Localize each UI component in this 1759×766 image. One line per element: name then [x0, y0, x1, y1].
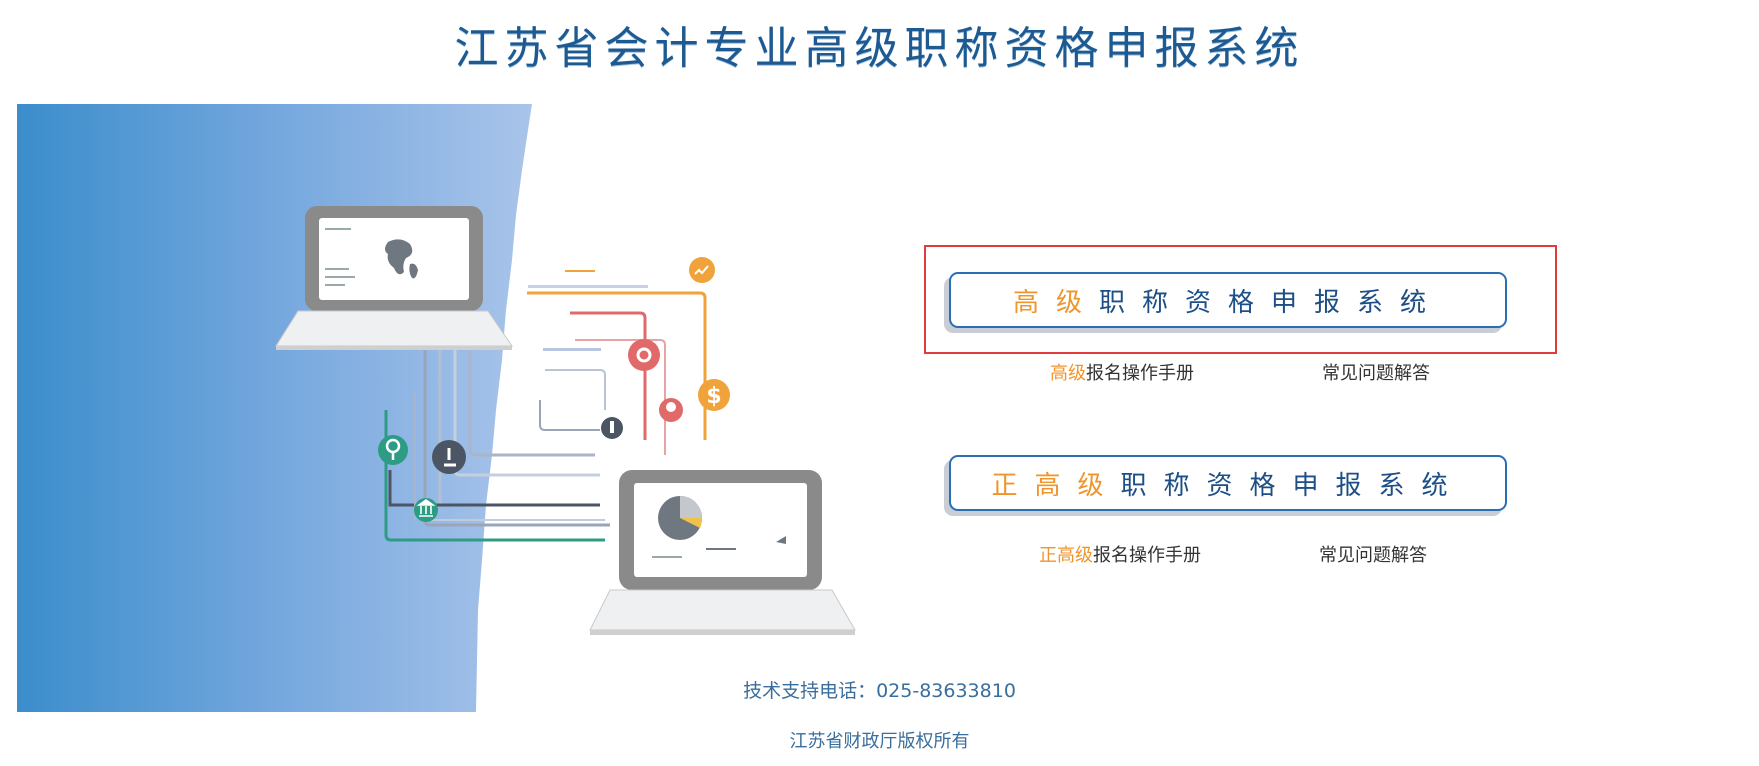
chart-icon — [689, 257, 715, 283]
senior-manual-prefix: 高级 — [1050, 363, 1086, 384]
dollar-icon: $ — [698, 379, 730, 411]
search-icon — [378, 435, 408, 465]
senior-button-suffix: 职称资格申报系统 — [1099, 287, 1444, 318]
senior-button-prefix: 高级 — [1012, 287, 1099, 318]
senior-manual-link[interactable]: 高级报名操作手册 — [1050, 359, 1194, 385]
gear-icon — [628, 339, 660, 371]
svg-text:$: $ — [706, 384, 721, 409]
full-senior-system-button[interactable]: 正高级职称资格申报系统 — [949, 455, 1507, 511]
laptop-bottom — [589, 470, 856, 635]
lightbulb-icon — [659, 398, 683, 422]
full-senior-button-suffix: 职称资格申报系统 — [1120, 470, 1465, 501]
page-title: 江苏省会计专业高级职称资格申报系统 — [454, 23, 1305, 74]
full-senior-faq-link[interactable]: 常见问题解答 — [1319, 545, 1427, 566]
copyright: 江苏省财政厅版权所有 — [789, 731, 970, 752]
laptop-top — [275, 206, 513, 350]
bank-icon — [414, 498, 438, 522]
senior-system-button[interactable]: 高级职称资格申报系统 — [949, 272, 1507, 328]
full-senior-manual-suffix: 报名操作手册 — [1093, 545, 1201, 566]
full-senior-button-prefix: 正高级 — [991, 470, 1121, 501]
support-phone: 技术支持电话：025-83633810 — [743, 680, 1016, 702]
thermometer-icon — [601, 417, 623, 439]
pie-chart-icon — [658, 496, 703, 540]
full-senior-manual-link[interactable]: 正高级报名操作手册 — [1039, 541, 1201, 567]
full-senior-manual-prefix: 正高级 — [1039, 545, 1093, 566]
highlight-frame — [924, 245, 1557, 354]
senior-manual-suffix: 报名操作手册 — [1086, 363, 1194, 384]
senior-faq-link[interactable]: 常见问题解答 — [1322, 363, 1430, 384]
microscope-icon — [432, 440, 466, 474]
